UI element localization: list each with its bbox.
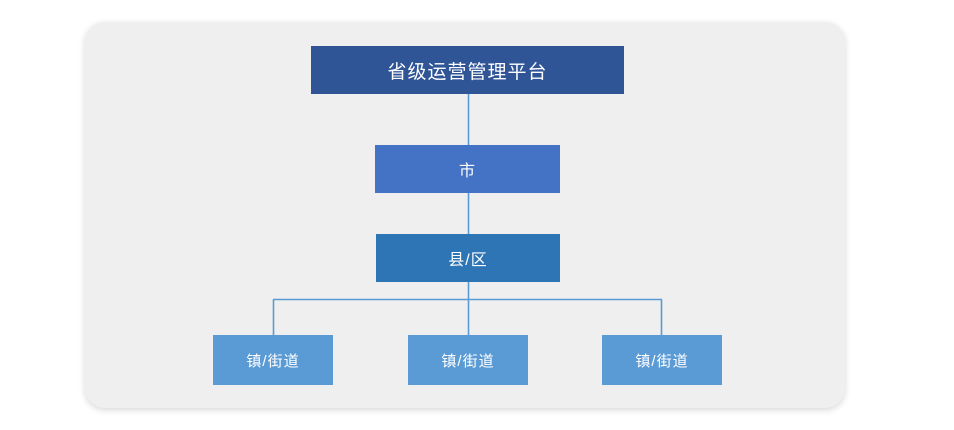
- node-town-street-2[interactable]: 镇/街道: [408, 335, 528, 385]
- node-town-street-3[interactable]: 镇/街道: [602, 335, 722, 385]
- node-city[interactable]: 市: [375, 145, 560, 193]
- node-county-district[interactable]: 县/区: [376, 234, 560, 282]
- node-provincial-platform[interactable]: 省级运营管理平台: [311, 46, 624, 94]
- node-town-street-1[interactable]: 镇/街道: [213, 335, 333, 385]
